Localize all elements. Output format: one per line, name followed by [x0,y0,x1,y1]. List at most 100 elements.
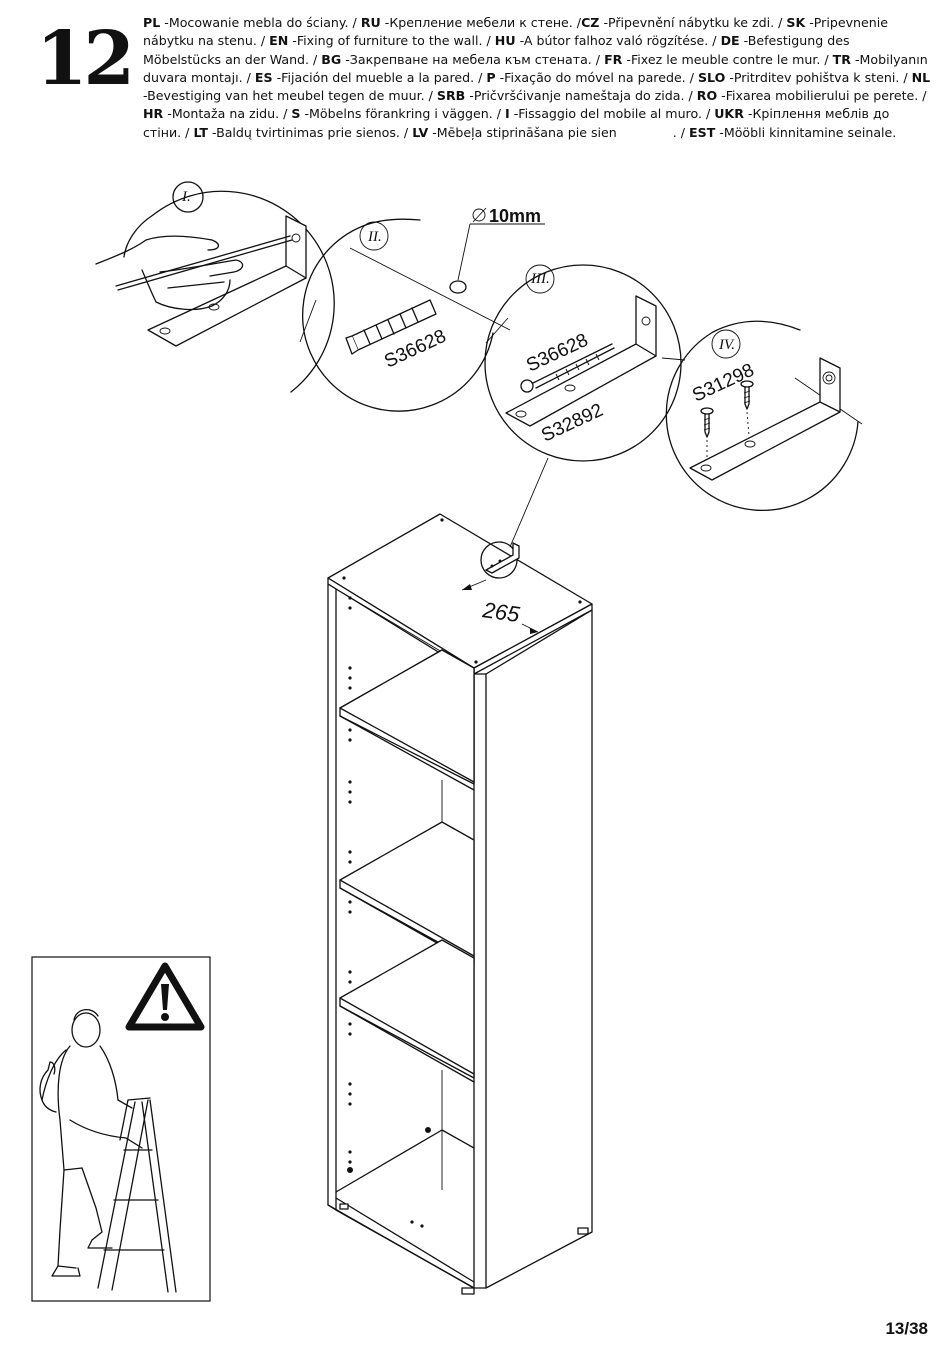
instruction-text: Mööbli kinnitamine seinale. [723,124,897,140]
drill-diameter: 10mm [489,206,541,226]
separator: - [743,106,753,122]
instruction-text: Befestigung des Möbelstücks an der Wand.… [143,33,850,67]
leader-line [485,317,509,344]
detail-i-group: I. [95,189,335,393]
separator: - [465,88,474,104]
bookcase-cabinet: 265 [327,513,593,1295]
language-code: RU [360,15,381,30]
long-wall-screw [520,343,615,393]
language-code: PL [143,15,161,30]
language-code: ES [254,69,273,85]
step-label-i: I. [181,189,191,205]
language-code: I [505,106,510,122]
language-code: NL [911,69,931,85]
drill-diameter-label: 10mm [472,206,541,226]
separator: - [495,69,505,85]
page-number: 13/38 [885,1319,928,1338]
instruction-text: Bevestiging van het meubel tegen de muur… [147,88,437,104]
wall-dowel [345,299,437,355]
drill-hole [449,280,467,294]
warning-exclamation-icon [125,962,205,1031]
language-code: HR [143,106,164,122]
step-number: 12 [36,16,135,102]
detail-ii-circle [302,225,494,412]
language-code: LT [193,124,208,140]
instruction-text: Baldų tvirtinimas prie sienos. / [216,124,413,140]
separator: - [207,124,217,140]
instruction-text: Pripevnenie nábytku na stenu. / [143,15,889,49]
detail-i-circle [123,214,154,258]
instruction-text: Mocowanie mebla do ściany. / [168,15,361,30]
language-code: SRB [436,88,466,104]
instruction-text: A bútor falhoz való rögzítése. / [523,33,721,49]
language-code: SK [786,15,806,30]
instruction-text: Mobilyanın duvara montajı. / [143,51,928,85]
separator: - [288,33,297,49]
part-code-screw: S36628 [523,330,591,377]
step-label-iv: IV. [718,337,735,353]
leader-line [299,299,317,343]
separator: - [850,51,860,67]
language-code: EN [269,33,289,49]
instruction-text: Кріплення меблів до стіни. / [143,106,890,140]
side-panel-front [473,673,487,1289]
detail-iii-group: S36628 S32892 III. [484,264,682,462]
language-code: LV [412,124,429,140]
language-code: TR [832,51,851,67]
separator: - [272,69,282,85]
dimension-marker [461,579,539,634]
language-code: P [486,69,496,85]
small-screw [700,380,754,458]
separator: - [739,33,748,49]
step-badge-i [172,181,204,213]
instruction-text: Fissaggio del mobile al muro. / [518,106,715,122]
language-code: DE [720,33,740,49]
detail-i-circle [152,190,335,393]
separator: - [509,106,519,122]
dimension-265: 265 [480,597,522,627]
separator: - [163,106,172,122]
instruction-text: Pričvršćivanje nameštaja do zida. / [473,88,697,104]
separator: - [715,124,724,140]
detail-iv-circle [665,331,859,512]
instructions-text: PL -Mocowanie mebla do ściany. / RU -Кре… [143,14,931,142]
separator: - [341,51,350,67]
detail-iv-group: S31298 IV. [665,320,863,512]
hand-sketch [95,235,219,265]
language-code: SLO [697,69,726,85]
cabinet-top [327,513,593,669]
bracket-zoom-marker [480,541,518,579]
instruction-text: Pritrditev pohištva k steni. / [733,69,912,85]
language-code: HU [494,33,516,49]
instruction-text: Připevnění nábytku ke zdi. / [608,15,787,30]
separator: - [717,88,726,104]
instruction-text: Montaža na zidu. / [171,106,292,122]
detail-ii-group: S36628 II. [302,218,545,412]
language-code: S [291,106,301,122]
instruction-text: Mēbeļa stiprināšana pie sien [436,124,617,140]
instruction-text: Закрепване на мебела към стената. / [349,51,605,67]
separator: - [428,124,437,140]
person-on-ladder-illustration [39,1009,177,1293]
leader-line [509,457,549,548]
separator: - [380,15,390,30]
angle-bracket [147,215,307,347]
step-label-ii: II. [367,229,382,245]
separator: - [160,15,169,30]
instruction-text: . / [668,124,690,140]
separator: - [725,69,734,85]
instruction-text: Крепление мебели к стене. / [389,15,582,30]
language-code: FR [604,51,623,67]
language-code: RO [696,88,718,104]
language-code: CZ [581,15,600,30]
part-code-small-screw: S31298 [689,360,757,407]
detail-iii-circle [484,264,682,462]
separator: - [599,15,608,30]
instruction-text: Fijación del mueble a la pared. / [281,69,487,85]
separator: - [622,51,631,67]
language-code: BG [321,51,342,67]
language-code: UKR [714,106,744,122]
instruction-text: Möbelns förankring i väggen. / [309,106,506,122]
separator: - [143,88,148,104]
